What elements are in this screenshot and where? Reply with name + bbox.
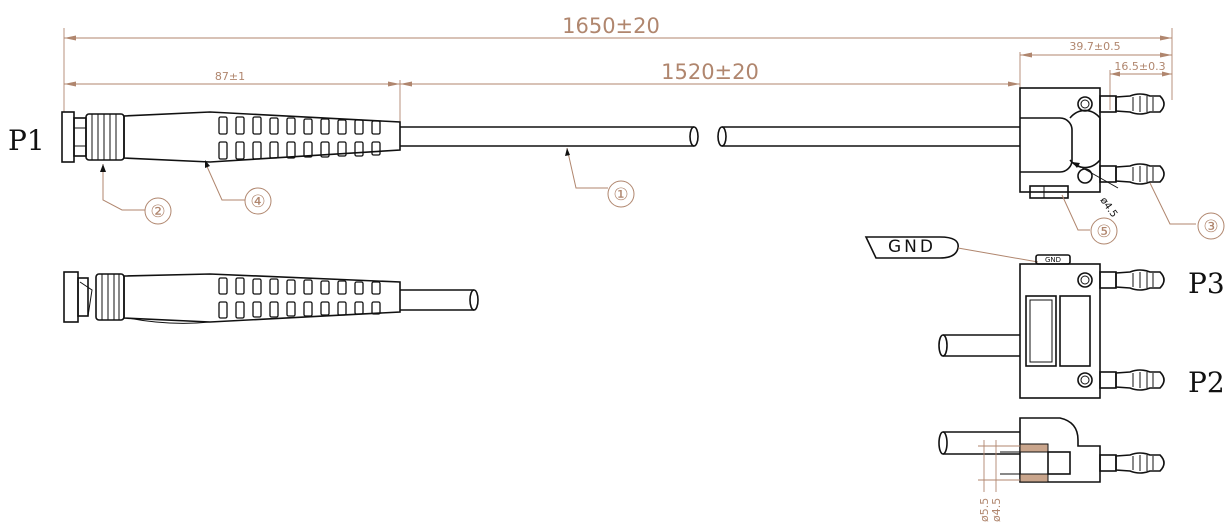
callout-tab-label: ⑤: [1096, 222, 1111, 242]
hole-diameter-label: ø4.5: [1098, 195, 1120, 219]
callout-banana-label: ③: [1203, 217, 1218, 237]
callout-banana: ③: [1149, 182, 1225, 240]
callout-boot-label: ④: [250, 192, 265, 212]
callout-bnc-label: ②: [150, 202, 165, 222]
dimension-boot-and-cable: 87±1 1520±20: [64, 52, 1021, 122]
cable-top: [400, 126, 1020, 147]
total-length-label: 1650±20: [562, 14, 660, 38]
banana-pin-p3: [1099, 269, 1165, 291]
boot-length-label: 87±1: [215, 70, 245, 83]
banana-head-front: GND: [938, 254, 1101, 399]
callout-cable: ①: [565, 147, 635, 208]
dimension-head-and-pin: 39.7±0.5 16.5±0.3: [1020, 40, 1172, 110]
callout-boot: ④: [204, 160, 272, 215]
dimension-total-length: 1650±20: [63, 14, 1173, 112]
strain-relief-boot-top: [123, 111, 401, 163]
gnd-small-label: GND: [1045, 256, 1061, 264]
pin-length-label: 16.5±0.3: [1114, 60, 1165, 73]
port-label-p3: P3: [1188, 267, 1225, 300]
port-label-p2: P2: [1188, 366, 1225, 399]
callout-cable-label: ①: [613, 185, 628, 205]
banana-head-top: [1019, 87, 1101, 199]
cable-length-label: 1520±20: [661, 60, 759, 84]
callout-tab: ⑤: [1061, 194, 1118, 245]
banana-pin-upper-top: [1099, 93, 1165, 115]
section-diameter-dims: ø5.5 ø4.5: [978, 440, 1020, 522]
gnd-tag: GND: [864, 236, 1039, 263]
gnd-tag-label: GND: [888, 237, 936, 257]
inner-diameter-label: ø4.5: [990, 498, 1003, 522]
callout-bnc: ②: [100, 164, 172, 225]
head-length-label: 39.7±0.5: [1069, 40, 1120, 53]
banana-head-section: [938, 417, 1165, 483]
bnc-connector-side: [63, 271, 125, 323]
cable-stub-side: [400, 289, 479, 311]
banana-pin-p2: [1099, 369, 1165, 391]
strain-relief-boot-side: [123, 273, 401, 324]
outer-diameter-label: ø5.5: [978, 498, 991, 522]
port-label-p1: P1: [8, 124, 45, 157]
hole-diameter-note: ø4.5: [1071, 161, 1120, 220]
banana-pin-lower-top: [1099, 163, 1165, 185]
bnc-connector-top: [61, 111, 125, 163]
